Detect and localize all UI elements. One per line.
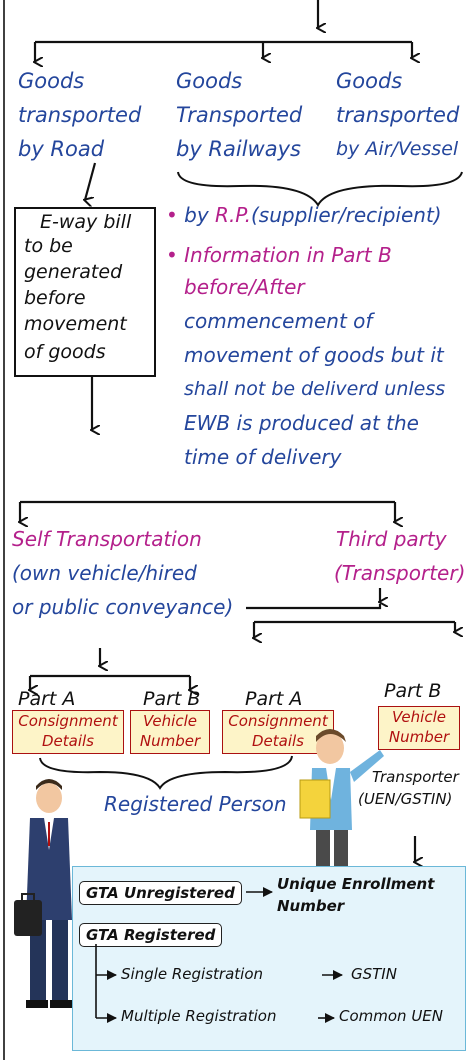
air-branch-line-3: by Air/Vessel [336, 138, 459, 160]
part-a-label-1: Part A [18, 688, 76, 710]
bullet-2-line-7: time of delivery [184, 445, 342, 469]
air-branch-line-2: transported [336, 103, 460, 127]
gstin-label: GSTIN [351, 965, 397, 983]
self-transport-line-3: or public conveyance) [12, 595, 234, 619]
bullet-1-prefix: by [184, 203, 216, 227]
consignment-details-box-1: Consignment Details [12, 710, 124, 754]
ewb-line-6: of goods [24, 341, 106, 363]
road-branch-line-1: Goods [18, 69, 85, 93]
registered-person-label: Registered Person [104, 792, 287, 816]
bullet-dot: • [166, 203, 178, 227]
eway-bill-box: E-way bill to be generated before moveme… [14, 207, 156, 377]
bullet-2-line-3: commencement of [184, 309, 373, 333]
bullet-2-line-6: EWB is produced at the [184, 411, 419, 435]
transporter-label: Transporter [372, 768, 459, 786]
transporter-id-label: (UEN/GSTIN) [358, 790, 453, 808]
consignment-line-1: Consignment [18, 712, 118, 730]
consignment-details-box-2: Consignment Details [222, 710, 334, 754]
self-transport-line-1: Self Transportation [12, 527, 202, 551]
multiple-registration-label: Multiple Registration [121, 1007, 277, 1025]
ewb-line-2: to be [24, 235, 73, 257]
vehicle-line-1: Vehicle [143, 712, 197, 730]
bullet-2-line-5: shall not be deliverd unless [184, 378, 446, 400]
consignment-line-2: Details [41, 732, 94, 750]
gta-registered-box: GTA Registered [79, 923, 223, 947]
ewb-line-3: generated [24, 261, 123, 283]
person-illustration-left [14, 779, 72, 1008]
third-party-line-2: (Transporter) [334, 561, 466, 585]
rail-branch-line-2: Transported [176, 103, 303, 127]
common-uen-label: Common UEN [339, 1007, 444, 1025]
vehicle-line-1: Vehicle [392, 708, 446, 726]
single-registration-label: Single Registration [121, 965, 264, 983]
rail-branch-line-1: Goods [176, 69, 243, 93]
bullet-1-suffix: (supplier/recipient) [250, 203, 442, 227]
air-branch-line-1: Goods [336, 69, 403, 93]
gta-unregistered-box: GTA Unregistered [79, 881, 242, 905]
consignment-line-2: Details [251, 732, 304, 750]
consignment-line-1: Consignment [228, 712, 328, 730]
part-b-label-1: Part B [143, 688, 201, 710]
unique-enrollment-line-2: Number [277, 897, 345, 915]
bullet-2-line-4: movement of goods but it [184, 343, 444, 367]
vehicle-line-2: Number [388, 728, 450, 746]
vehicle-line-2: Number [139, 732, 201, 750]
part-b-label-2: Part B [384, 680, 442, 702]
bullet-2: • Information in Part B [166, 244, 392, 266]
bullet-1-rp: R.P. [215, 203, 251, 227]
ewb-line-5: movement [24, 313, 127, 335]
third-party-line-1: Third party [336, 527, 447, 551]
unique-enrollment-line-1: Unique Enrollment [277, 875, 435, 893]
self-transport-line-2: (own vehicle/hired [12, 561, 197, 585]
bullet-1: • by R.P.(supplier/recipient) [166, 204, 442, 226]
part-a-label-2: Part A [245, 688, 303, 710]
road-branch-line-3: by Road [18, 137, 105, 161]
vehicle-number-box-2: Vehicle Number [378, 706, 460, 750]
bullet-2-line-1: Information in Part B [184, 243, 392, 267]
rail-branch-line-3: by Railways [176, 137, 301, 161]
vehicle-number-box-1: Vehicle Number [130, 710, 210, 754]
bullet-dot: • [166, 243, 178, 267]
ewb-line-1: E-way bill [40, 211, 132, 233]
bullet-2-line-2: before/After [184, 275, 305, 299]
ewb-line-4: before [24, 287, 86, 309]
road-branch-line-2: transported [18, 103, 142, 127]
